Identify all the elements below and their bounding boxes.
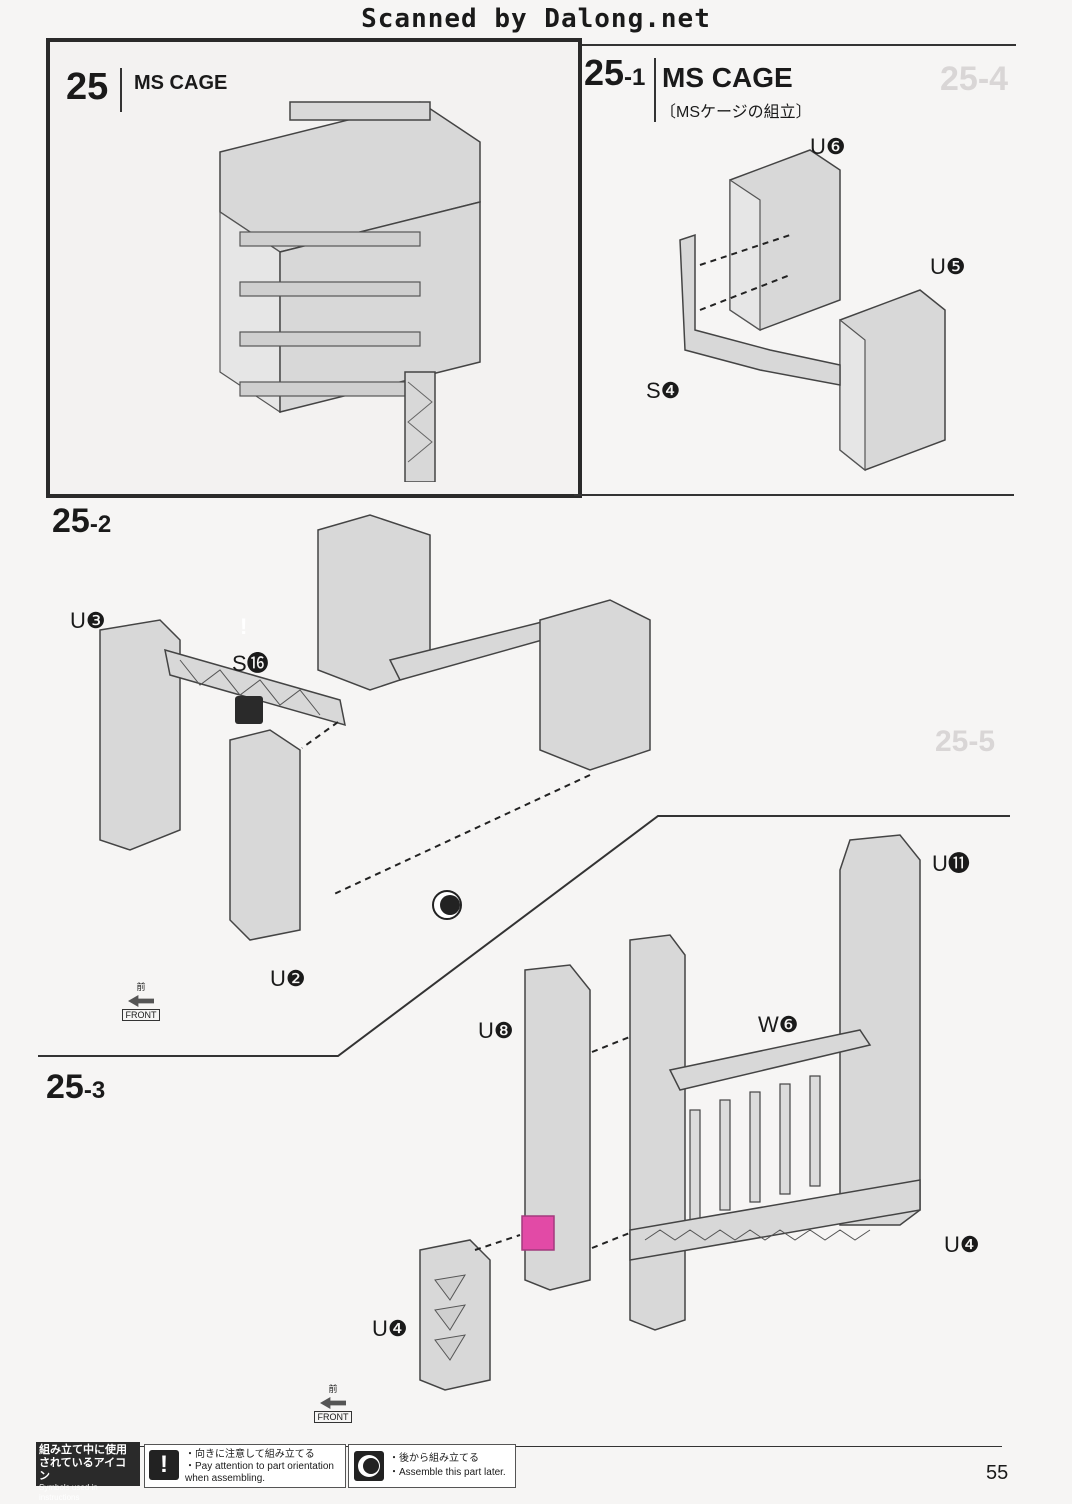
front-icon: 前 FRONT [314,1382,352,1423]
part-label-s16: S⓰ [232,651,269,676]
part-label-u4: U❹ [944,1232,980,1257]
part-label-u6: U❻ [810,134,846,159]
step-25-3-number: 25-3 [46,1068,106,1106]
scan-watermark: Scanned by Dalong.net [361,4,711,34]
bleed-through-text: 25-5 [935,725,996,758]
attention-icon [235,696,263,724]
step-divider [120,68,122,112]
bleed-through-text: 25-4 [940,60,1009,98]
step-25-2-number: 25-2 [52,502,112,540]
part-label-u8: U❽ [478,1018,514,1043]
legend-title: 組み立て中に使用されているアイコン Symbols used in instru… [36,1442,140,1502]
legend-assemble-later-item: ・後から組み立てる ・Assemble this part later. [348,1444,516,1488]
part-label-u3: U❸ [70,608,106,633]
step-25-3-illustration [419,834,921,1391]
step-25-1-title: MS CAGE [662,62,793,93]
part-label-u2: U❷ [270,966,306,991]
step-25-1-illustration [679,149,946,472]
ms-cage-assembled-illustration [219,101,481,482]
step-25-2-illustration [99,514,651,941]
legend-rule [38,1446,1002,1447]
front-icon: 前 FRONT [122,980,160,1021]
step-25-box: 25 MS CAGE [46,38,582,498]
part-label-u5: U❺ [930,254,966,279]
step-25-title: MS CAGE [134,72,228,94]
step-25-1-subtitle: 〔MSケージの組立〕 [660,104,812,121]
attention-icon: ! [149,1450,179,1480]
highlighted-peg [521,1215,555,1251]
legend-orientation-item: ! ・向きに注意して組み立てる ・Pay attention to part o… [144,1444,346,1488]
step-25-1-number: 25-1 [584,52,646,93]
assemble-later-icon [354,1451,384,1481]
part-label-u11: U⓫ [932,851,970,876]
step-25-number: 25 [66,66,109,108]
page-number: 55 [986,1462,1009,1484]
section-separator [38,815,1010,1057]
step-divider [654,58,656,122]
part-label-s4: S❹ [646,378,681,403]
attention-icon: ! [240,614,248,639]
part-label-w6: W❻ [758,1012,799,1037]
part-label-u4: U❹ [372,1316,408,1341]
section-rule [574,494,1014,496]
